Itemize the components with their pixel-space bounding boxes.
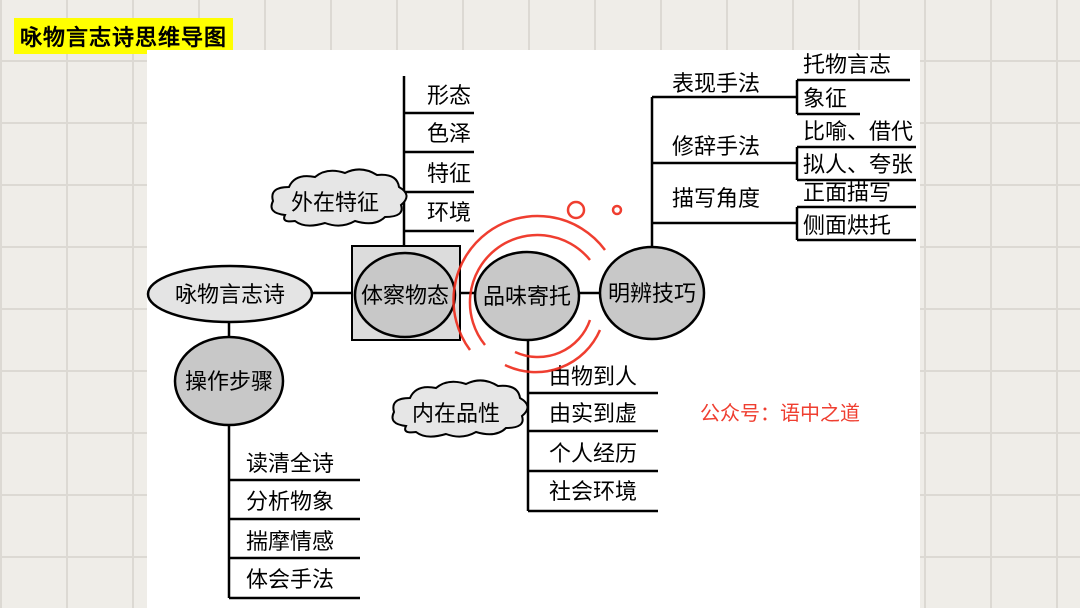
savor-item: 个人经历 [549, 442, 637, 467]
svg-text:明辨技巧: 明辨技巧 [608, 282, 696, 307]
savor-item: 社会环境 [549, 480, 637, 505]
skills-item: 比喻、借代 [803, 120, 913, 145]
savor-item: 由物到人 [549, 365, 637, 390]
skills-group: 修辞手法 [672, 135, 760, 160]
cloud-outer-traits: 外在特征 [270, 168, 408, 227]
observe-branch: 形态 色泽 特征 环境 [402, 76, 474, 246]
cloud-label: 内在品性 [412, 402, 500, 427]
steps-item: 分析物象 [246, 490, 334, 515]
skills-branch: 表现手法 修辞手法 描写角度 托物言志 象征 比喻、借代 拟人、夸张 正面描写 … [650, 53, 916, 248]
node-root: 咏物言志诗 [146, 264, 314, 324]
skills-item: 正面描写 [803, 181, 891, 206]
skills-item: 侧面烘托 [803, 214, 891, 239]
node-observe: 体察物态 [351, 245, 461, 341]
cloud-label: 外在特征 [291, 191, 379, 216]
node-skills: 明辨技巧 [598, 245, 706, 341]
page-title: 咏物言志诗思维导图 [14, 18, 234, 54]
svg-text:咏物言志诗: 咏物言志诗 [175, 283, 285, 308]
svg-text:操作步骤: 操作步骤 [185, 370, 273, 395]
watermark-stamp: 公众号：语中之道 [452, 200, 860, 425]
observe-item: 形态 [427, 84, 471, 109]
skills-item: 托物言志 [803, 53, 891, 78]
steps-item: 读清全诗 [246, 452, 334, 477]
svg-text:体察物态: 体察物态 [361, 284, 449, 309]
skills-group: 表现手法 [672, 72, 760, 97]
observe-item: 环境 [427, 201, 471, 226]
skills-item: 象征 [803, 87, 847, 112]
skills-group: 描写角度 [672, 187, 760, 212]
node-savor: 品味寄托 [473, 250, 581, 342]
savor-branch: 由物到人 由实到虚 个人经历 社会环境 [526, 340, 658, 513]
svg-text:品味寄托: 品味寄托 [483, 285, 571, 310]
cloud-inner-qualities: 内在品性 [391, 379, 529, 438]
steps-item: 揣摩情感 [246, 530, 334, 555]
steps-branch: 读清全诗 分析物象 揣摩情感 体会手法 [227, 424, 360, 600]
watermark-text: 公众号：语中之道 [700, 401, 860, 425]
node-steps: 操作步骤 [173, 335, 285, 427]
observe-item: 色泽 [427, 122, 471, 147]
observe-item: 特征 [427, 162, 471, 187]
savor-item: 由实到虚 [549, 402, 637, 427]
steps-item: 体会手法 [246, 568, 334, 593]
skills-item: 拟人、夸张 [803, 153, 913, 178]
